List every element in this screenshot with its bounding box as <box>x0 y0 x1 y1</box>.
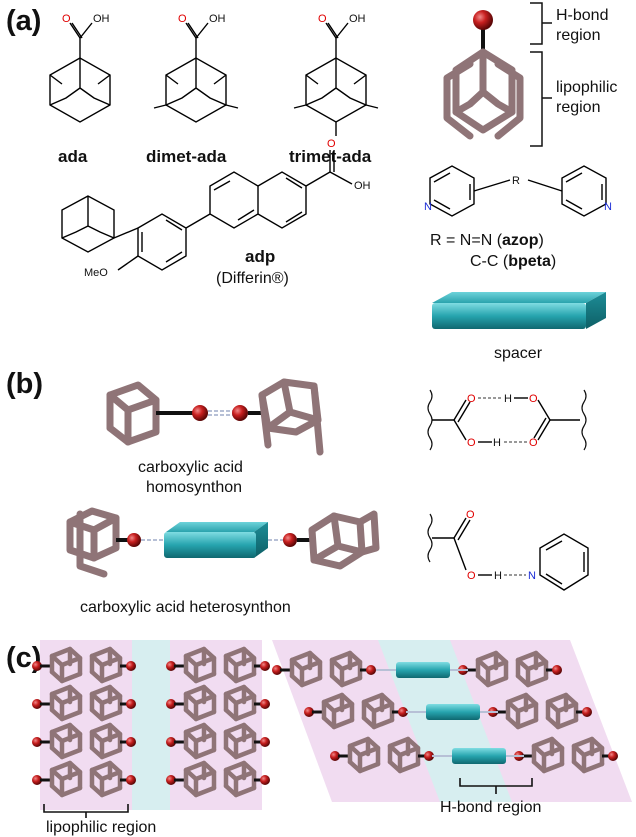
lipophilic-bracket-c <box>43 804 129 818</box>
spacer-R: R <box>512 175 520 187</box>
spacer-bar <box>432 292 606 329</box>
dimet-oxygen: O <box>178 13 187 25</box>
adp-structure: O OH MeO <box>61 138 371 279</box>
hbond-region-line1: H-bond <box>556 7 608 24</box>
spacer-azop-line: R = N=N (azop) <box>430 232 544 249</box>
homo-O1: O <box>467 393 476 405</box>
trimet-oxygen: O <box>318 13 327 25</box>
homo-O2: O <box>529 393 538 405</box>
adp-oxygen: O <box>327 138 336 150</box>
lipophilic-region-line1: lipophilic <box>556 79 617 96</box>
hetero-N: N <box>528 570 536 582</box>
spacer-label: spacer <box>494 345 543 362</box>
homosynthon-line1: carboxylic acid <box>138 459 243 476</box>
hetero-O2: O <box>467 570 476 582</box>
lipophilic-bracket <box>530 51 552 147</box>
homo-H1: H <box>504 393 512 405</box>
hbond-bracket <box>530 2 552 45</box>
panel-label-a: (a) <box>6 5 41 37</box>
adp-hydroxyl: OH <box>354 180 371 192</box>
hbond-region-line2: region <box>556 27 600 44</box>
interlayer-band <box>132 640 170 810</box>
panel-label-b: (b) <box>6 368 43 400</box>
trimet-ada-structure: O OH <box>293 13 379 136</box>
spacer-nitrogen-right: N <box>604 201 612 213</box>
homosynthon-model <box>106 378 324 456</box>
label-ada: ada <box>58 147 88 166</box>
ada-hydroxyl: OH <box>93 13 110 25</box>
heterosynthon-label: carboxylic acid heterosynthon <box>80 599 291 616</box>
heterosynthon-model <box>66 507 380 578</box>
label-dimet-ada: dimet-ada <box>146 147 227 166</box>
trimet-hydroxyl: OH <box>349 13 366 25</box>
dimet-ada-structure: O OH <box>153 13 239 123</box>
hetero-H: H <box>494 570 502 582</box>
adp-methoxy: MeO <box>84 267 108 279</box>
homosynthon-scheme: O H O O H O <box>427 389 587 451</box>
homo-O4: O <box>529 437 538 449</box>
spacer-structure: R N N <box>424 165 612 217</box>
homo-H2: H <box>493 437 501 449</box>
spacer-nitrogen-left: N <box>424 201 432 213</box>
hbond-bracket-c <box>459 778 533 794</box>
hetero-O1: O <box>466 509 475 521</box>
dimet-hydroxyl: OH <box>209 13 226 25</box>
spacer-bpeta-line: C-C (bpeta) <box>470 253 556 270</box>
right-packing-spacers <box>376 662 524 764</box>
ada-3d-model <box>443 10 524 140</box>
lipophilic-region-line2: region <box>556 99 600 116</box>
hbond-region-label: H-bond region <box>440 799 541 816</box>
lipophilic-region-label: lipophilic region <box>46 819 156 836</box>
ada-structure: O OH <box>49 13 111 123</box>
ada-oxygen: O <box>62 13 71 25</box>
label-differin: (Differin®) <box>216 270 289 287</box>
homosynthon-line2: homosynthon <box>146 479 242 496</box>
label-adp: adp <box>245 247 275 266</box>
homo-O3: O <box>467 437 476 449</box>
heterosynthon-scheme: O O H N <box>427 509 589 591</box>
